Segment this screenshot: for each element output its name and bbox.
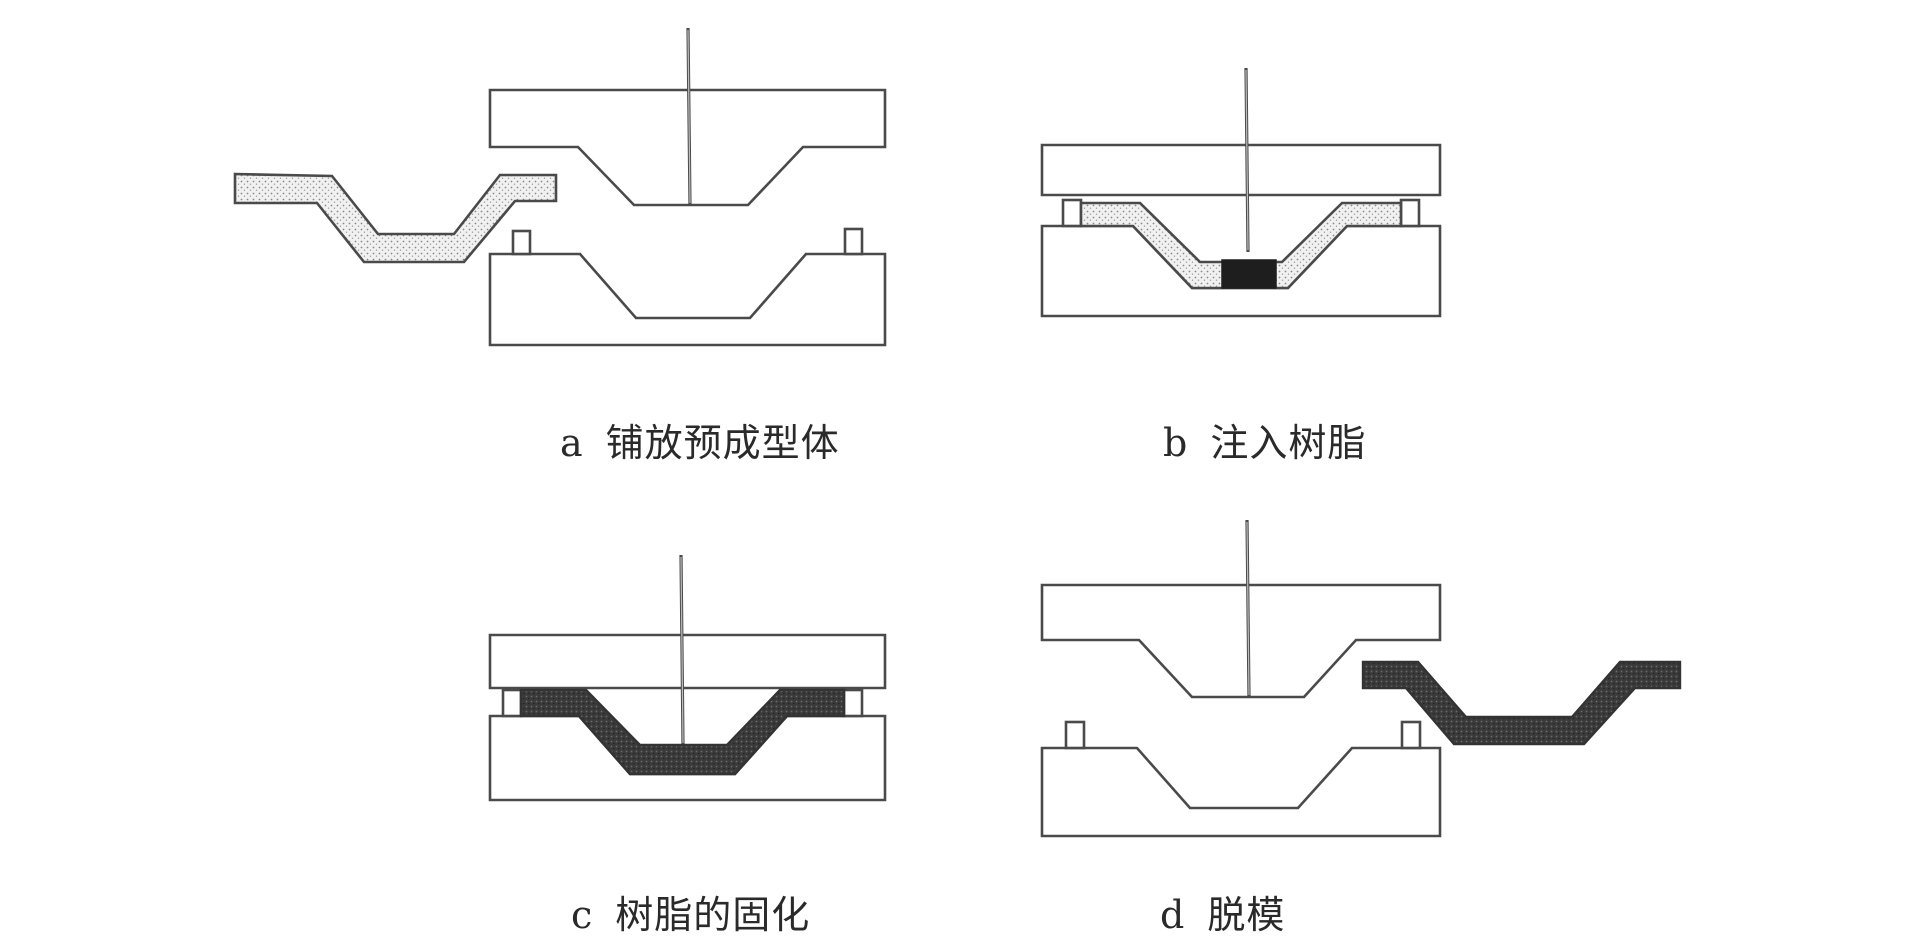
spacer-b-left <box>1061 198 1083 228</box>
panel-d <box>1040 519 1682 838</box>
guide-pin-d-right <box>1400 720 1422 750</box>
caption-label: 脱模 <box>1207 893 1286 937</box>
caption-step-c: c 树脂的固化 <box>571 884 810 939</box>
caption-letter: b <box>1163 421 1189 465</box>
spacer-c-left <box>501 688 523 718</box>
upper-mold-b <box>1040 143 1442 197</box>
lower-mold-d <box>1040 746 1442 838</box>
panel-b <box>1040 67 1442 318</box>
guide-pin-d-left <box>1064 720 1086 750</box>
caption-letter: c <box>571 893 594 937</box>
released-part-d <box>1361 660 1682 746</box>
panel-c <box>488 554 887 802</box>
caption-label: 铺放预成型体 <box>605 421 840 465</box>
caption-step-d: d 脱模 <box>1160 884 1285 939</box>
upper-mold-a <box>488 88 887 207</box>
guide-pin-a-right <box>843 227 864 256</box>
caption-letter: a <box>560 421 584 465</box>
caption-step-a: a 铺放预成型体 <box>560 412 840 467</box>
spacer-c-right <box>842 688 864 718</box>
upper-mold-d <box>1040 583 1442 699</box>
preform-b <box>1079 201 1403 290</box>
caption-label: 树脂的固化 <box>615 893 811 937</box>
panel-a <box>233 27 887 347</box>
upper-mold-c <box>488 633 887 690</box>
lower-mold-a <box>488 252 887 347</box>
guide-pin-a-left <box>511 229 532 256</box>
cured-part-c <box>519 688 846 776</box>
spacer-b-right <box>1399 198 1421 228</box>
caption-step-b: b 注入树脂 <box>1163 412 1366 467</box>
caption-label: 注入树脂 <box>1210 421 1367 465</box>
preform-a <box>233 172 558 264</box>
caption-letter: d <box>1160 893 1186 937</box>
resin-front-b <box>1221 259 1277 289</box>
